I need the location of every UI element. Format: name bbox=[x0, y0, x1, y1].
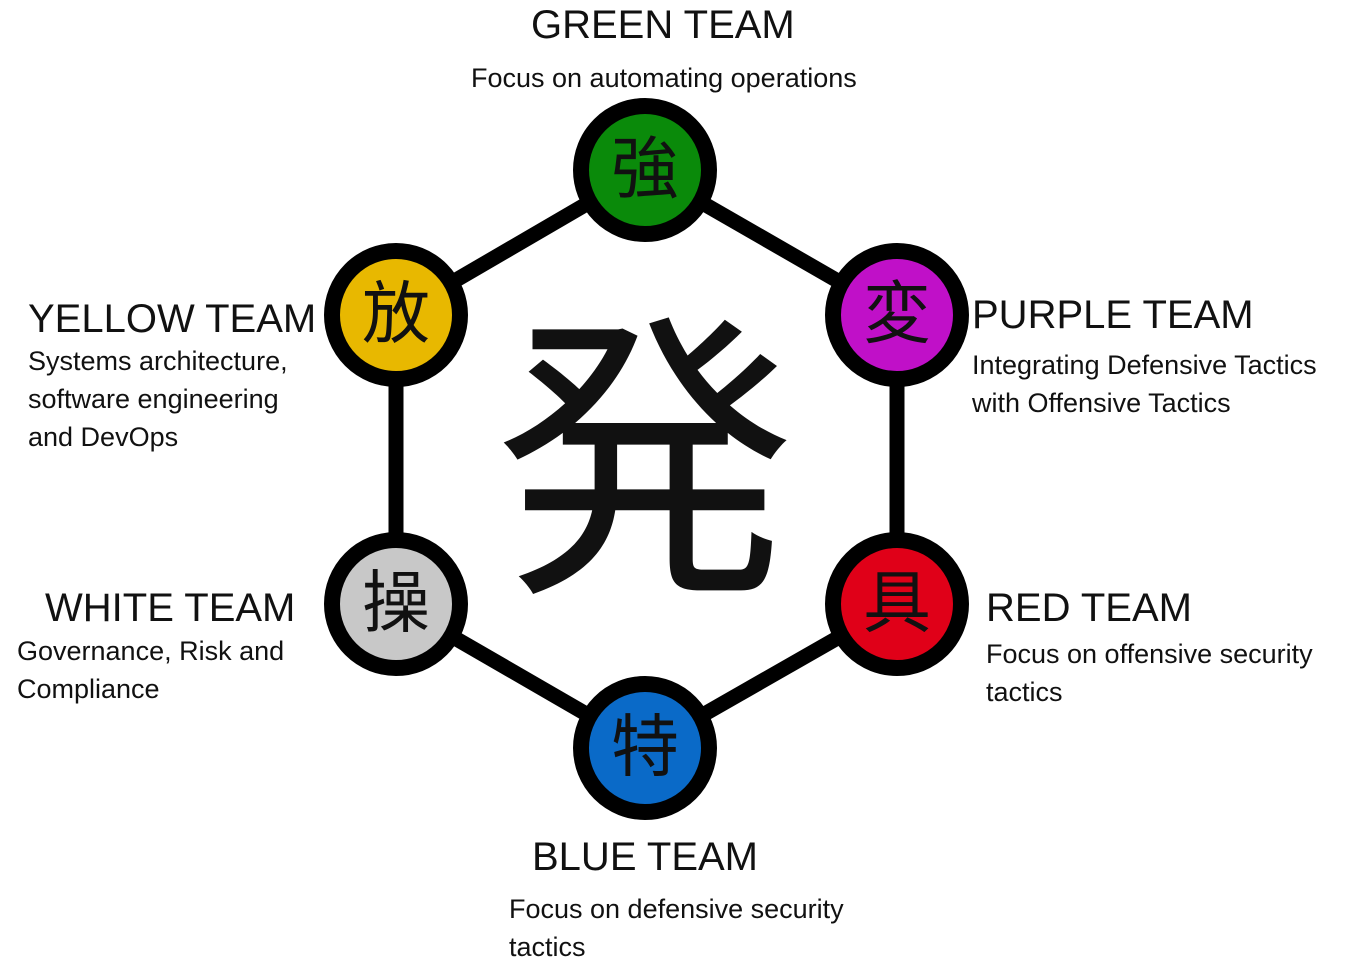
green-team-title: GREEN TEAM bbox=[531, 3, 795, 47]
purple-team-description-line: with Offensive Tactics bbox=[972, 388, 1231, 418]
purple-team-description-line: Integrating Defensive Tactics bbox=[972, 350, 1317, 380]
white-team-description: Governance, Risk and Compliance bbox=[17, 632, 284, 708]
white-team-circle bbox=[324, 532, 468, 676]
white-team-description-line: Compliance bbox=[17, 674, 160, 704]
purple-team-circle bbox=[825, 243, 969, 387]
blue-team-glyph: 特 bbox=[611, 709, 679, 788]
white-team-description-line: Governance, Risk and bbox=[17, 636, 285, 666]
red-team-description-line: Focus on offensive security bbox=[986, 639, 1313, 669]
yellow-team-glyph: 放 bbox=[362, 276, 430, 355]
blue-team-circle bbox=[573, 676, 717, 820]
red-team-title: RED TEAM bbox=[986, 586, 1192, 630]
purple-team-node: 変 bbox=[825, 243, 969, 387]
purple-team-description: Integrating Defensive Tactics with Offen… bbox=[972, 346, 1317, 422]
purple-team-glyph: 変 bbox=[863, 276, 931, 355]
green-team-description: Focus on automating operations bbox=[471, 63, 857, 93]
red-team-description: Focus on offensive security tactics bbox=[986, 635, 1313, 711]
yellow-team-node: 放 bbox=[324, 243, 468, 387]
green-team-glyph: 強 bbox=[611, 131, 679, 210]
blue-team-title: BLUE TEAM bbox=[532, 835, 758, 879]
red-team-description-line: tactics bbox=[986, 677, 1063, 707]
red-team-glyph: 具 bbox=[863, 565, 931, 644]
yellow-team-description-line: and DevOps bbox=[28, 422, 179, 452]
white-team-node: 操 bbox=[324, 532, 468, 676]
white-team-glyph: 操 bbox=[362, 565, 430, 644]
yellow-team-circle bbox=[324, 243, 468, 387]
red-team-circle bbox=[825, 532, 969, 676]
green-team-node: 強 bbox=[573, 98, 717, 242]
yellow-team-description-line: software engineering bbox=[28, 384, 279, 414]
blue-team-node: 特 bbox=[573, 676, 717, 820]
blue-team-description-line: Focus on defensive security bbox=[509, 894, 844, 924]
center-glyph: 発 bbox=[495, 291, 795, 640]
purple-team-title: PURPLE TEAM bbox=[972, 293, 1254, 337]
yellow-team-description: Systems architecture, software engineeri… bbox=[28, 342, 288, 456]
green-team-circle bbox=[573, 98, 717, 242]
yellow-team-title: YELLOW TEAM bbox=[28, 297, 317, 341]
red-team-node: 具 bbox=[825, 532, 969, 676]
white-team-title: WHITE TEAM bbox=[45, 586, 296, 630]
blue-team-description: Focus on defensive security tactics bbox=[509, 890, 844, 966]
yellow-team-description-line: Systems architecture, bbox=[28, 346, 288, 376]
blue-team-description-line: tactics bbox=[509, 932, 586, 962]
